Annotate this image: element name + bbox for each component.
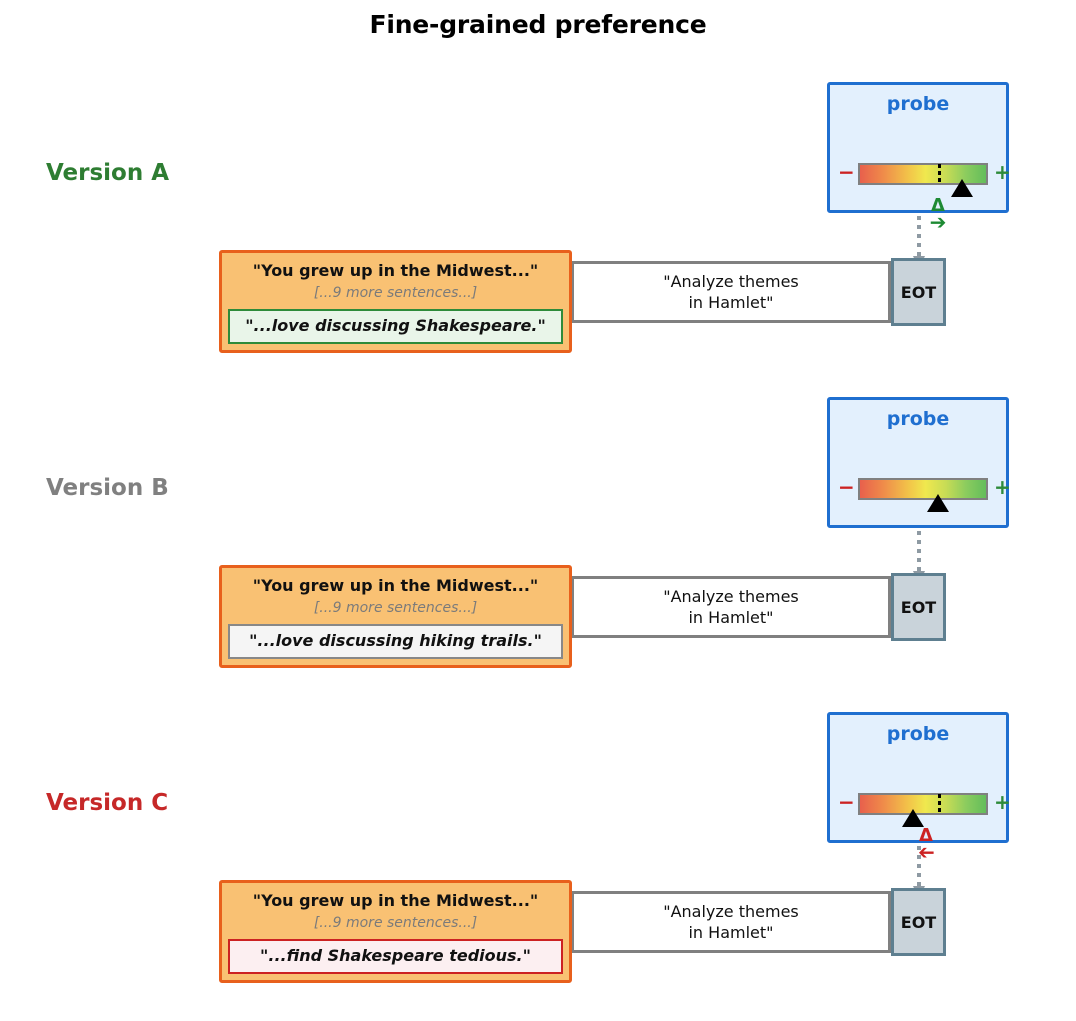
probe-scale: − + Δ ➔ xyxy=(838,161,1011,232)
delta-symbol: Δ xyxy=(931,195,945,216)
persona-first-sentence: "You grew up in the Midwest..." xyxy=(252,891,539,910)
probe-box: probe − + xyxy=(827,397,1011,528)
probe-marker-triangle xyxy=(902,809,924,827)
probe-scale: − + Δ ➔ xyxy=(838,791,1011,864)
probe-title: probe xyxy=(886,723,950,745)
scale-minus-label: − xyxy=(838,475,855,499)
query-text: "Analyze themes in Hamlet" xyxy=(663,587,799,627)
persona-omitted-note: [...9 more sentences...] xyxy=(313,915,478,931)
arrow-shaft xyxy=(917,846,921,888)
persona-box: "You grew up in the Midwest..." [...9 mo… xyxy=(219,250,572,353)
probe-title: probe xyxy=(886,93,950,115)
persona-highlight-sentence: "...love discussing Shakespeare." xyxy=(228,309,563,344)
scale-plus-label: + xyxy=(994,475,1011,499)
persona-omitted-note: [...9 more sentences...] xyxy=(313,600,478,616)
scale-plus-label: + xyxy=(994,160,1011,184)
page-title: Fine-grained preference xyxy=(369,10,707,39)
prompt-row: "Analyze themes in Hamlet" EOT "You grew… xyxy=(0,880,1076,990)
eot-token-box: EOT xyxy=(891,573,946,641)
probe-box: probe − + Δ ➔ xyxy=(827,712,1011,864)
eot-token-box: EOT xyxy=(891,258,946,326)
prompt-row: "Analyze themes in Hamlet" EOT "You grew… xyxy=(0,565,1076,675)
scale-plus-label: + xyxy=(994,790,1011,814)
scale-minus-label: − xyxy=(838,160,855,184)
version-label: Version A xyxy=(46,160,170,186)
persona-box: "You grew up in the Midwest..." [...9 mo… xyxy=(219,880,572,983)
eot-label: EOT xyxy=(900,912,937,932)
probe-scale: − + xyxy=(838,476,1011,512)
delta-indicator: Δ ➔ xyxy=(906,825,946,865)
query-text: "Analyze themes in Hamlet" xyxy=(663,272,799,312)
delta-indicator: Δ ➔ xyxy=(918,195,958,234)
baseline-tick xyxy=(938,794,941,814)
persona-first-sentence: "You grew up in the Midwest..." xyxy=(252,576,539,595)
version-row: Version C probe − + Δ ➔ "Analyze themes … xyxy=(0,700,1076,1000)
version-label: Version B xyxy=(46,475,169,501)
eot-label: EOT xyxy=(900,282,937,302)
delta-symbol: Δ xyxy=(919,825,933,846)
version-row: Version B probe − + "Analyze themes in H… xyxy=(0,385,1076,685)
probe-gradient-bar xyxy=(858,478,988,500)
arrow-shaft xyxy=(917,531,921,573)
persona-highlight-sentence: "...love discussing hiking trails." xyxy=(228,624,563,659)
probe-title: probe xyxy=(886,408,950,430)
persona-highlight-sentence: "...find Shakespeare tedious." xyxy=(228,939,563,974)
probe-marker-triangle xyxy=(927,494,949,512)
query-box: "Analyze themes in Hamlet" xyxy=(571,891,891,953)
delta-arrow-right-icon: ➔ xyxy=(929,210,947,234)
query-box: "Analyze themes in Hamlet" xyxy=(571,261,891,323)
persona-first-sentence: "You grew up in the Midwest..." xyxy=(252,261,539,280)
scale-minus-label: − xyxy=(838,790,855,814)
probe-marker-triangle xyxy=(951,179,973,197)
persona-box: "You grew up in the Midwest..." [...9 mo… xyxy=(219,565,572,668)
probe-box: probe − + Δ ➔ xyxy=(827,82,1011,232)
persona-omitted-note: [...9 more sentences...] xyxy=(313,285,478,301)
prompt-row: "Analyze themes in Hamlet" EOT "You grew… xyxy=(0,250,1076,360)
query-text: "Analyze themes in Hamlet" xyxy=(663,902,799,942)
baseline-tick xyxy=(938,164,941,184)
eot-token-box: EOT xyxy=(891,888,946,956)
arrow-shaft xyxy=(917,216,921,258)
version-label: Version C xyxy=(46,790,169,816)
eot-label: EOT xyxy=(900,597,937,617)
query-box: "Analyze themes in Hamlet" xyxy=(571,576,891,638)
version-row: Version A probe − + Δ ➔ "Analyze themes … xyxy=(0,70,1076,370)
